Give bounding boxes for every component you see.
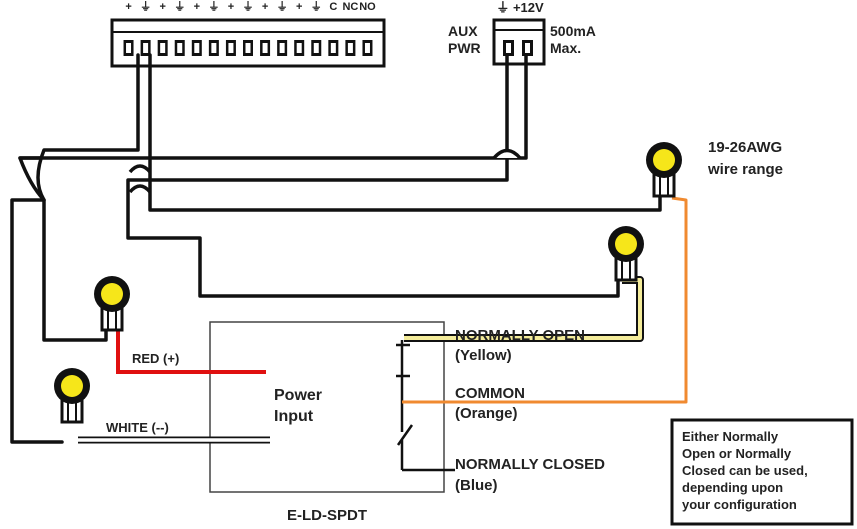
- com-title: COMMON: [455, 385, 525, 402]
- aux-top-label: ⏚ +12V: [496, 0, 544, 15]
- terminal-slot-hole: [126, 43, 132, 53]
- terminal-slot-hole: [330, 43, 336, 53]
- red-wire-label: RED (+): [132, 351, 179, 366]
- note-line-1: Either Normally: [682, 429, 779, 444]
- terminal-pin-label: ⏚: [311, 0, 322, 13]
- connector-red: [94, 276, 130, 332]
- module-name: E-LD-SPDT: [287, 507, 367, 524]
- gauge-range: 19-26AWG: [708, 139, 782, 156]
- terminal-slot-hole: [228, 43, 234, 53]
- module-box: [209, 321, 445, 493]
- black-wire-terminal-1: [10, 53, 140, 444]
- note-line-2: Open or Normally: [682, 446, 792, 461]
- terminal-pin-label: +: [159, 1, 165, 13]
- terminal-pin-label: NO: [359, 1, 376, 13]
- terminal-slot-hole: [296, 43, 302, 53]
- aux-label: AUX: [448, 23, 478, 39]
- note-line-4: depending upon: [682, 480, 783, 495]
- gauge-range-caption: wire range: [707, 161, 783, 178]
- terminal-pin-label: ⏚: [277, 0, 288, 13]
- terminal-slot-hole: [313, 43, 319, 53]
- red-wire: [116, 322, 266, 374]
- relay-symbol: [396, 340, 414, 470]
- no-color: (Yellow): [455, 347, 512, 364]
- terminal-pin-label: ⏚: [140, 0, 151, 13]
- max-label: Max.: [550, 40, 581, 56]
- terminal-slot-hole: [177, 43, 183, 53]
- terminal-pin-label: ⏚: [174, 0, 185, 13]
- nc-title: NORMALLY CLOSED: [455, 456, 605, 473]
- power-label: Power: [274, 387, 322, 404]
- com-color: (Orange): [455, 405, 518, 422]
- terminal-pin-label: +: [194, 1, 200, 13]
- black-wire-aux-1: [126, 53, 620, 298]
- terminal-slot-hole: [143, 43, 149, 53]
- crossover-bump-3: [492, 148, 522, 160]
- crossover-bump-1: [128, 164, 152, 174]
- terminal-pin-label: +: [125, 1, 131, 13]
- terminal-slot-hole: [279, 43, 285, 53]
- pwr-label: PWR: [448, 40, 481, 56]
- terminal-pin-label: C: [329, 1, 337, 13]
- terminal-pin-label: +: [262, 1, 268, 13]
- connector-mid-right: [608, 226, 644, 282]
- note-line-5: your configuration: [682, 497, 797, 512]
- input-label: Input: [274, 408, 314, 425]
- white-wire-label: WHITE (--): [106, 420, 169, 435]
- black-wire-terminal-2: [148, 53, 662, 212]
- common-wire: [402, 196, 688, 404]
- note-box: Either Normally Open or Normally Closed …: [670, 418, 854, 526]
- connector-white: [54, 368, 90, 424]
- crossover-bump-2: [128, 184, 152, 194]
- terminal-pin-label: ⏚: [243, 0, 254, 13]
- terminal-slot-hole: [245, 43, 251, 53]
- terminal-pin-label: +: [296, 1, 302, 13]
- terminal-slot-hole: [211, 43, 217, 53]
- no-title: NORMALLY OPEN: [455, 327, 585, 344]
- aux-power-terminal: [492, 18, 546, 66]
- note-line-3: Closed can be used,: [682, 463, 808, 478]
- nc-color: (Blue): [455, 477, 498, 494]
- terminal-slot-hole: [194, 43, 200, 53]
- current-rating: 500mA: [550, 23, 596, 39]
- terminal-pin-label: ⏚: [208, 0, 219, 13]
- terminal-slot-hole: [364, 43, 370, 53]
- connector-top-right: [646, 142, 682, 198]
- terminal-slot-hole: [262, 43, 268, 53]
- terminal-slot-hole: [347, 43, 353, 53]
- terminal-pin-label: NC: [342, 1, 358, 13]
- terminal-slot-hole: [160, 43, 166, 53]
- terminal-pin-label: +: [228, 1, 234, 13]
